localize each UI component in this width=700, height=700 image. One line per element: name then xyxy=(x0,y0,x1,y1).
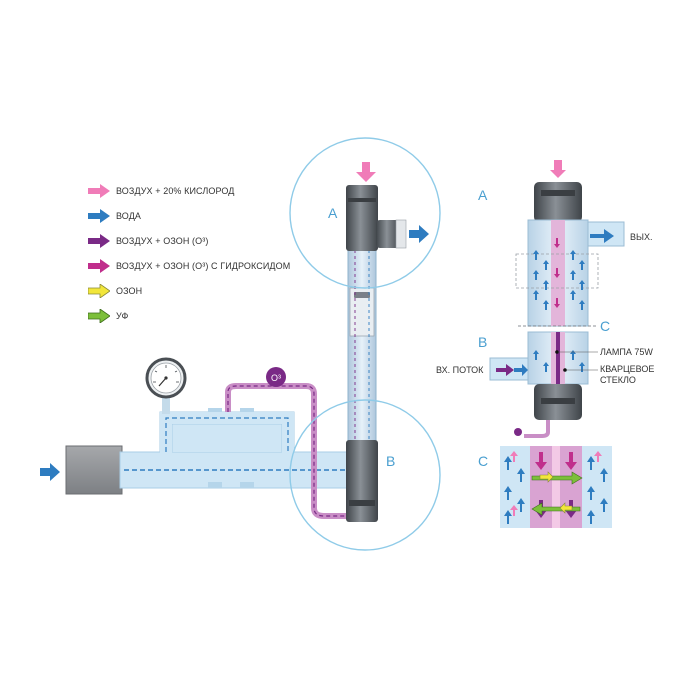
legend-label: ВОДА xyxy=(116,210,142,221)
pressure-gauge xyxy=(145,357,187,414)
quartz-label-line1: КВАРЦЕВОЕ xyxy=(600,364,654,374)
legend-label: УФ xyxy=(116,310,129,321)
detail-b-reactor-bottom xyxy=(489,331,589,438)
legend-item-ozone: ОЗОН xyxy=(88,278,318,303)
purple-arrow-icon xyxy=(88,233,110,248)
water-outlet-arrow-icon xyxy=(409,225,429,243)
green-arrow-icon xyxy=(88,308,110,323)
legend-label: ВОЗДУХ + ОЗОН (О³) С ГИДРОКСИДОМ xyxy=(116,260,291,271)
ozone-badge-label: О³ xyxy=(271,373,281,383)
inlet-label: ВХ. ПОТОК xyxy=(436,365,484,375)
magenta-arrow-icon xyxy=(88,258,110,273)
detail-a-air-arrow-icon xyxy=(550,160,566,178)
blue-arrow-icon xyxy=(88,208,110,223)
detail-c-cross-section xyxy=(500,446,612,528)
detail-b-flow-arrows xyxy=(496,350,598,376)
legend-item-air-oxygen: ВОЗДУХ + 20% КИСЛОРОД xyxy=(88,178,318,203)
yellow-arrow-icon xyxy=(88,283,110,298)
legend-item-air-ozone: ВОЗДУХ + ОЗОН (О³) xyxy=(88,228,318,253)
lamp-label: ЛАМПА 75W xyxy=(600,347,653,357)
legend-item-water: ВОДА xyxy=(88,203,318,228)
circle-a-label: A xyxy=(328,205,338,221)
water-inlet-arrow-icon xyxy=(40,463,60,481)
legend-label: ВОЗДУХ + 20% КИСЛОРОД xyxy=(116,185,235,196)
detail-c-label: C xyxy=(478,453,488,469)
ozone-badge: О³ xyxy=(266,367,286,387)
detail-a-label: A xyxy=(478,187,488,203)
detail-c-flow-arrows xyxy=(504,451,608,524)
main-water-pipe xyxy=(119,451,359,489)
legend-item-uv: УФ xyxy=(88,303,318,328)
legend-item-air-ozone-hydroxide: ВОЗДУХ + ОЗОН (О³) С ГИДРОКСИДОМ xyxy=(88,253,318,278)
ozone-return-tube xyxy=(225,383,352,519)
legend-label: ОЗОН xyxy=(116,285,143,296)
uv-reactor xyxy=(346,185,407,522)
circle-b-label: B xyxy=(386,453,395,469)
legend: ВОЗДУХ + 20% КИСЛОРОД ВОДА ВОЗДУХ + ОЗОН… xyxy=(88,178,318,328)
detail-a-flow-arrows xyxy=(533,229,614,310)
zoom-circle-b xyxy=(289,399,441,551)
pump-box xyxy=(65,445,123,495)
zoom-circle-a xyxy=(289,137,441,289)
legend-label: ВОЗДУХ + ОЗОН (О³) xyxy=(116,235,209,246)
detail-b-label: B xyxy=(478,334,487,350)
quartz-label-line2: СТЕКЛО xyxy=(600,375,636,385)
venturi-bypass-loop xyxy=(159,408,295,488)
pink-arrow-icon xyxy=(88,183,110,198)
divider-c-label: C xyxy=(600,318,610,334)
outlet-label: ВЫХ. xyxy=(630,232,652,242)
air-inlet-arrow-icon xyxy=(356,162,376,182)
